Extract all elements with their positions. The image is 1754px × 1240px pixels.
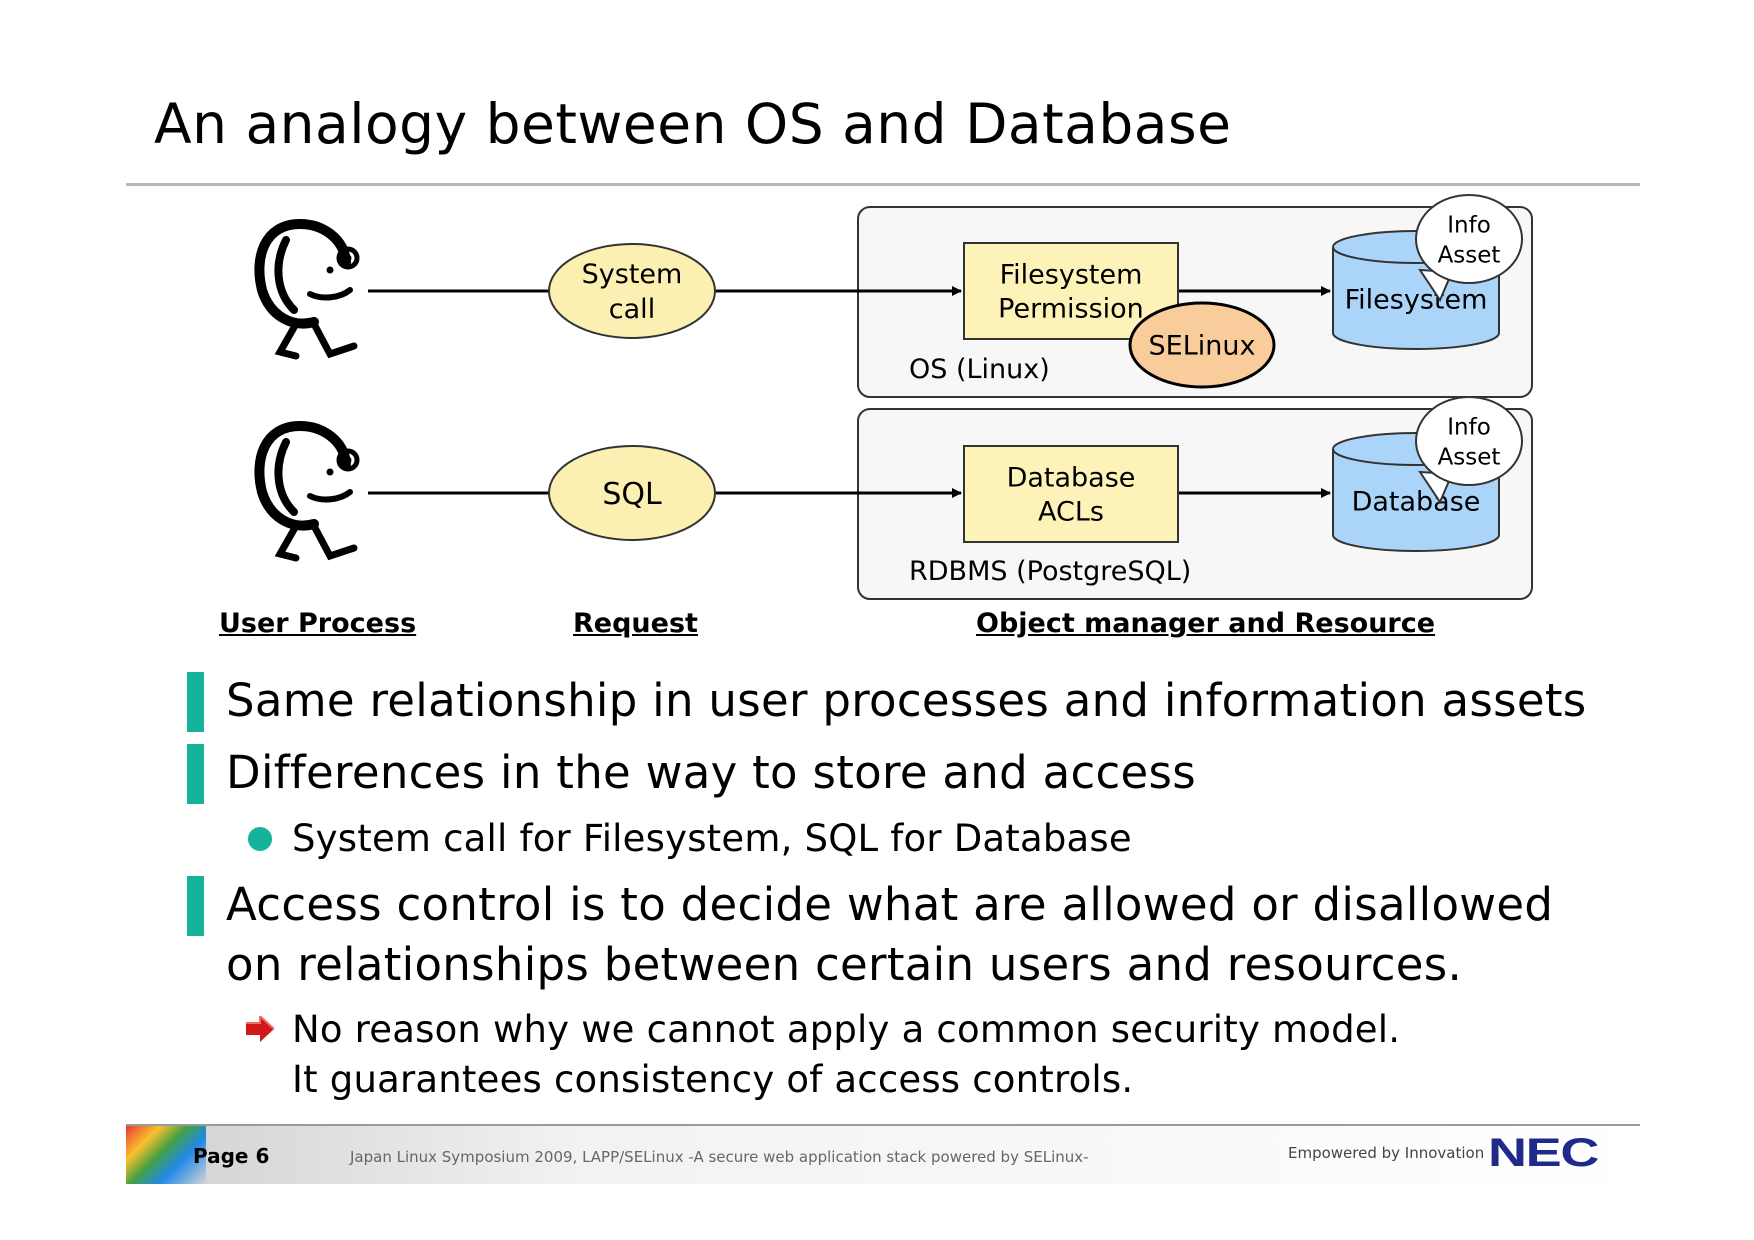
nec-logo: NEC: [1488, 1131, 1599, 1175]
footer-band: [126, 1126, 1640, 1184]
request-caption: Request: [573, 608, 698, 639]
object-manager-caption: Object manager and Resource: [976, 608, 1436, 639]
slide-title: An analogy between OS and Database: [154, 92, 1232, 156]
user-process-icon: [254, 421, 360, 562]
footer-conference-text: Japan Linux Symposium 2009, LAPP/SELinux…: [350, 1148, 1089, 1166]
database-label: Database: [1352, 487, 1481, 518]
bullet-3-line-2: on relationships between certain users a…: [226, 938, 1463, 991]
info-asset-bubble: [1415, 194, 1523, 303]
bullet-marker: [187, 744, 204, 804]
page-number: Page 6: [193, 1144, 270, 1168]
footer-tagline: Empowered by Innovation: [1288, 1144, 1485, 1162]
filesystem-label: Filesystem: [1345, 285, 1488, 316]
footer-stripe-graphic: [126, 1126, 206, 1184]
footer-divider: [126, 1124, 1640, 1126]
selinux-ellipse: [1128, 301, 1276, 389]
bullet-3-sub-line-2: It guarantees consistency of access cont…: [292, 1058, 1134, 1101]
database-acls-box: [963, 445, 1179, 543]
bullet-1-text: Same relationship in user processes and …: [226, 674, 1587, 727]
user-process-icon: [254, 219, 360, 360]
arrow-bullet-icon: [246, 1016, 275, 1042]
sub-bullet-dot: [248, 827, 272, 851]
bullet-3-line-1: Access control is to decide what are all…: [226, 878, 1554, 931]
sql-ellipse: [548, 445, 716, 541]
os-box-label: OS (Linux): [909, 354, 1050, 385]
info-asset-bubble: [1415, 396, 1523, 505]
user-process-caption: User Process: [219, 608, 417, 639]
bullet-marker: [187, 672, 204, 732]
bullet-3-sub-line-1: No reason why we cannot apply a common s…: [292, 1008, 1401, 1051]
selinux-label: SELinux: [1149, 331, 1256, 362]
bullet-2-text: Differences in the way to store and acce…: [226, 746, 1197, 799]
title-divider: [126, 183, 1640, 186]
rdbms-box-label: RDBMS (PostgreSQL): [909, 556, 1191, 587]
system-call-ellipse: [548, 243, 716, 339]
bullet-marker: [187, 876, 204, 936]
sql-label: SQL: [602, 477, 662, 512]
bullet-2-sub-text: System call for Filesystem, SQL for Data…: [292, 817, 1132, 860]
